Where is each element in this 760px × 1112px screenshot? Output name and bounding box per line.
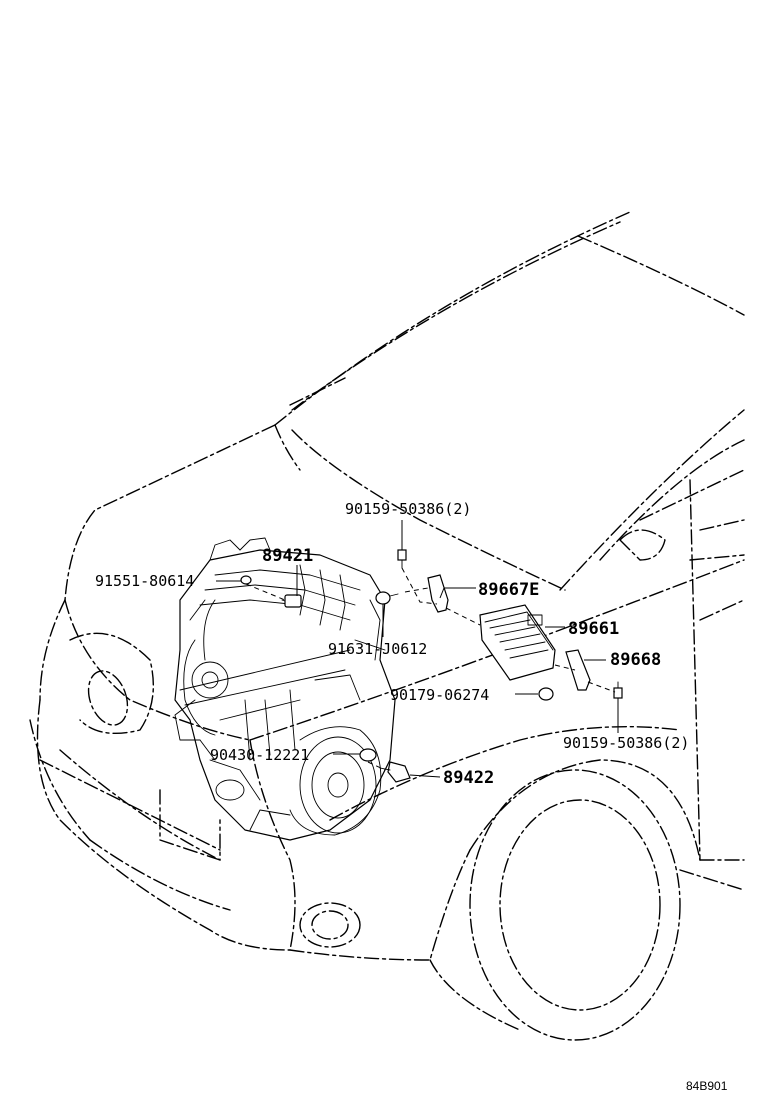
leader-lines (216, 520, 619, 778)
callout-90159-50386-upper: 90159-50386(2) (345, 500, 471, 518)
knock-sensor (379, 761, 411, 783)
ecu-bracket-lower (565, 649, 591, 691)
vehicle-body-outline (29, 211, 745, 1041)
callout-91631-J0612: 91631-J0612 (328, 640, 427, 658)
callout-91551-80614: 91551-80614 (95, 572, 194, 590)
callout-89421: 89421 (262, 546, 313, 566)
callout-89668: 89668 (610, 650, 661, 670)
callout-labels: 90159-50386(2) 89421 91551-80614 89667E … (95, 500, 689, 788)
engine-control-module (479, 604, 556, 681)
ecu-bracket-upper (427, 574, 449, 613)
bolt-upper (397, 549, 407, 569)
figure-code: 84B901 (686, 1079, 728, 1093)
clip-90179 (538, 687, 554, 701)
callout-89661: 89661 (568, 619, 619, 639)
bolt-lower (613, 681, 623, 699)
callout-89667E: 89667E (478, 580, 539, 600)
callout-90430-12221: 90430-12221 (210, 746, 309, 764)
callout-89422: 89422 (443, 768, 494, 788)
camshaft-position-sensor (284, 594, 302, 608)
ecu-assembly (240, 549, 623, 783)
engine-assembly (174, 537, 396, 841)
nut-91631 (375, 591, 399, 605)
knock-sensor-stud (359, 748, 377, 762)
callout-90159-50386-lower: 90159-50386(2) (563, 734, 689, 752)
bolt-91551 (240, 575, 252, 585)
callout-90179-06274: 90179-06274 (390, 686, 489, 704)
